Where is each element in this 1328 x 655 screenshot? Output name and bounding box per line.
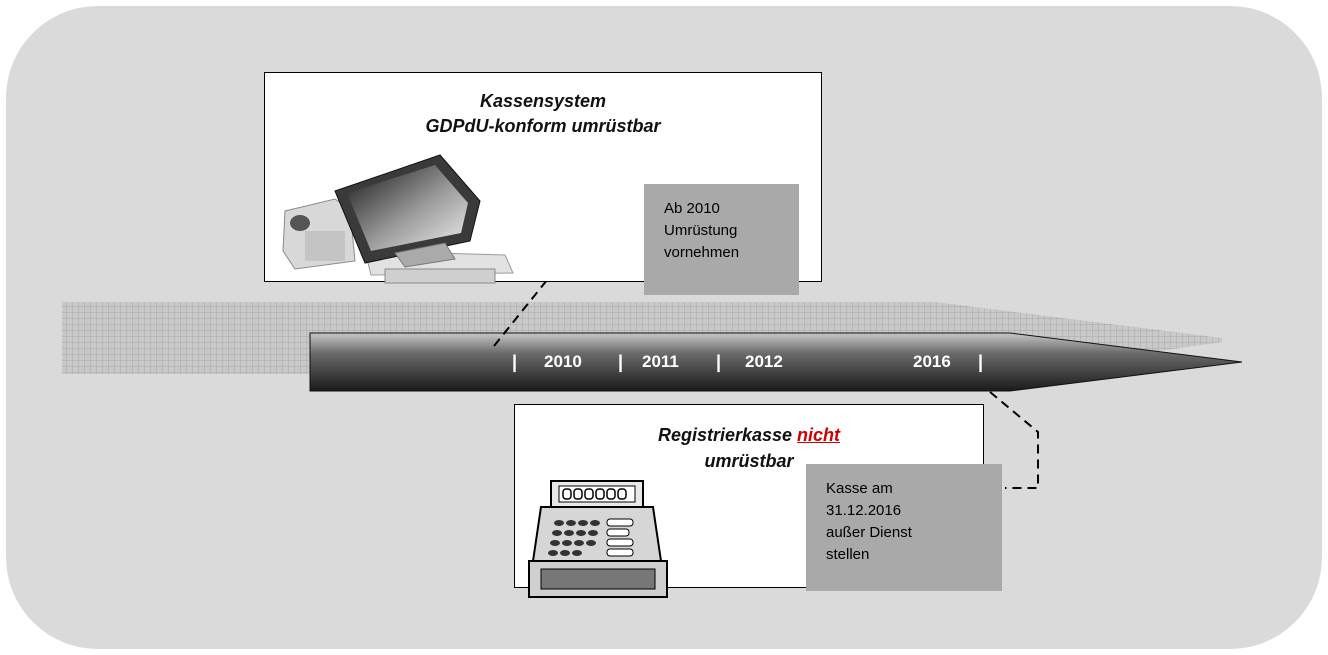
top-note: Ab 2010 Umrüstung vornehmen bbox=[644, 184, 799, 295]
bottom-note: Kasse am 31.12.2016 außer Dienst stellen bbox=[806, 464, 1002, 591]
bottom-note-line: stellen bbox=[826, 546, 870, 563]
timeline-tick: | bbox=[512, 352, 518, 372]
top-note-line: Umrüstung bbox=[664, 222, 738, 239]
bottom-card-title-text: Registrierkasse bbox=[657, 425, 798, 445]
top-card-title-line1: Kassensystem bbox=[479, 91, 607, 111]
bottom-card-title-line1: Registrierkasse nicht bbox=[515, 423, 983, 448]
top-note-line: Ab 2010 bbox=[664, 200, 720, 217]
timeline-year-2012: 2012 bbox=[745, 352, 783, 371]
top-card: Kassensystem GDPdU-konform umrüstbar bbox=[264, 72, 822, 284]
pos-terminal-icon bbox=[282, 154, 514, 284]
bottom-card-title-line2: umrüstbar bbox=[704, 451, 794, 471]
timeline-year-2016: 2016 bbox=[913, 352, 951, 371]
connector-bottom bbox=[989, 391, 1039, 489]
cash-register-icon bbox=[528, 480, 668, 598]
bottom-note-line: 31.12.2016 bbox=[826, 502, 902, 519]
timeline-tick: | bbox=[618, 352, 624, 372]
timeline-year-2010: 2010 bbox=[544, 352, 582, 371]
bottom-note-line: außer Dienst bbox=[826, 524, 912, 541]
timeline-tick: | bbox=[716, 352, 722, 372]
top-note-line: vornehmen bbox=[664, 244, 740, 261]
bottom-note-line: Kasse am bbox=[826, 480, 893, 497]
top-card-title-line2: GDPdU-konform umrüstbar bbox=[425, 116, 661, 136]
bottom-card-title-highlight: nicht bbox=[797, 425, 841, 445]
timeline-tick: | bbox=[978, 352, 984, 372]
timeline-year-2011: 2011 bbox=[642, 352, 679, 371]
timeline-arrow bbox=[309, 332, 1243, 392]
